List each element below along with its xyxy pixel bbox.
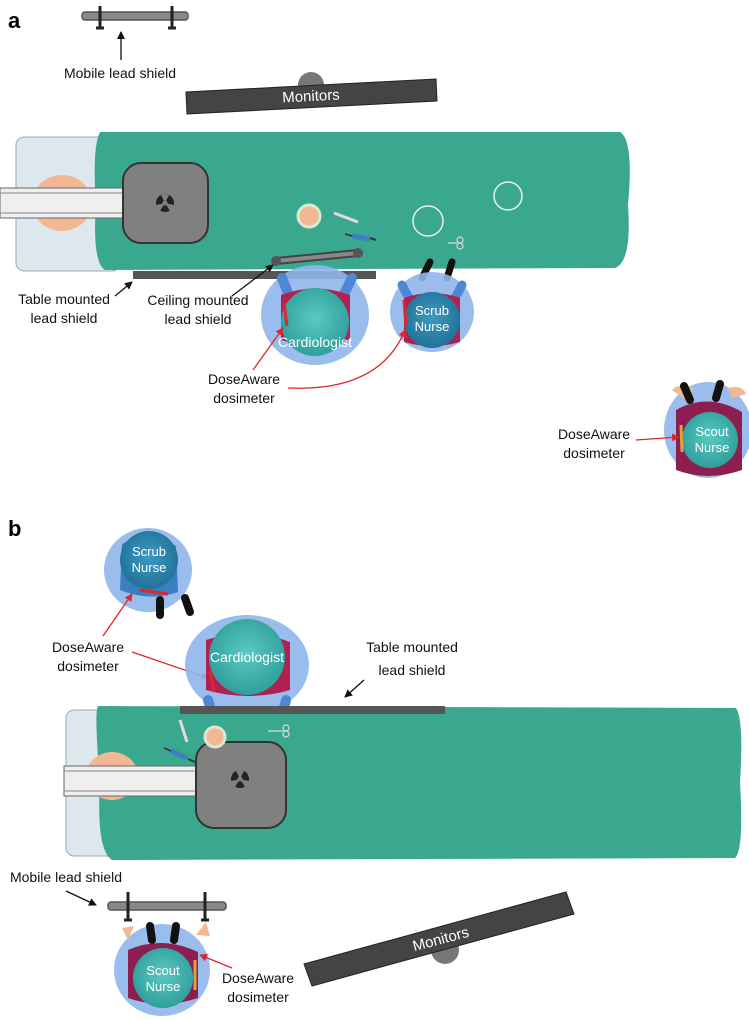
- radiation-icon-b: [231, 770, 249, 788]
- sterile-drape-a: [94, 132, 630, 270]
- label-table-shield-b-1: Table mounted: [366, 639, 458, 655]
- label-ceiling-shield-a-1: Ceiling mounted: [147, 292, 248, 308]
- label-scrub-a-1: Scrub: [415, 303, 449, 318]
- scrub-nurse-figure-b: Scrub Nurse: [104, 528, 194, 619]
- arrow-dosimeter-cardiologist-a: [252, 327, 284, 371]
- monitors-b: Monitors: [303, 891, 575, 987]
- scout-nurse-figure-a: Scout Nurse: [664, 380, 749, 478]
- syringe-icon-a: [344, 233, 377, 242]
- label-doseaware-b-scout-1: DoseAware: [222, 970, 294, 986]
- radiation-icon-a: [156, 194, 174, 212]
- label-monitors-a: Monitors: [282, 87, 340, 107]
- mobile-lead-shield-b: [107, 892, 227, 922]
- arrow-table-shield-a: [114, 281, 133, 297]
- scissors-icon-a: [448, 236, 464, 250]
- arrow-table-shield-b: [344, 679, 365, 698]
- syringe-icon-b: [163, 747, 196, 763]
- monitors-a: Monitors: [185, 72, 438, 115]
- procedure-table-a: [0, 132, 630, 279]
- table-mounted-lead-shield-b: [180, 706, 445, 714]
- procedure-table-b: [63, 706, 742, 860]
- label-scrub-a-2: Nurse: [415, 319, 450, 334]
- label-table-shield-a-2: lead shield: [31, 310, 98, 326]
- cardiologist-figure-a: Cardiologist: [261, 265, 369, 365]
- cardiologist-figure-b: Cardiologist: [185, 615, 309, 725]
- label-doseaware-b-scrub-1: DoseAware: [52, 639, 124, 655]
- label-cardiologist-b: Cardiologist: [210, 649, 284, 665]
- label-doseaware-a-scout-1: DoseAware: [558, 426, 630, 442]
- scrub-nurse-figure-a: Scrub Nurse: [390, 258, 474, 352]
- label-mobile-lead-shield-a: Mobile lead shield: [64, 65, 176, 81]
- panel-b-label: b: [8, 516, 21, 541]
- label-scrub-b-1: Scrub: [132, 544, 166, 559]
- table-mounted-lead-shield-a: [133, 271, 376, 279]
- mobile-lead-shield-a: [81, 6, 189, 30]
- scalpel-icon-b: [178, 719, 189, 743]
- ceiling-mounted-lead-shield-a: [271, 248, 363, 266]
- label-mobile-lead-shield-b: Mobile lead shield: [10, 869, 122, 885]
- label-doseaware-b-scout-2: dosimeter: [227, 989, 289, 1005]
- scalpel-icon-a: [333, 211, 359, 224]
- label-doseaware-a-scout-2: dosimeter: [563, 445, 625, 461]
- label-cardiologist-a: Cardiologist: [278, 334, 352, 350]
- access-site-b: [203, 725, 227, 749]
- wire-coil-icon-a: [412, 205, 444, 237]
- label-doseaware-a-1: DoseAware: [208, 371, 280, 387]
- arrow-dosimeter-scrub-b: [102, 593, 133, 637]
- label-ceiling-shield-a-2: lead shield: [165, 311, 232, 327]
- label-doseaware-b-scrub-2: dosimeter: [57, 658, 119, 674]
- arrow-dosimeter-scrub-a: [287, 329, 407, 389]
- scissors-icon-b: [268, 724, 290, 738]
- label-scout-b-2: Nurse: [146, 979, 181, 994]
- label-table-shield-a-1: Table mounted: [18, 291, 110, 307]
- arrow-dosimeter-scout-a: [635, 433, 680, 442]
- scout-nurse-figure-b: Scout Nurse: [114, 922, 210, 1016]
- label-table-shield-b-2: lead shield: [379, 662, 446, 678]
- access-site-a: [296, 203, 322, 229]
- label-scrub-b-2: Nurse: [132, 560, 167, 575]
- arrow-mobile-shield-b: [65, 890, 97, 906]
- label-doseaware-a-2: dosimeter: [213, 390, 275, 406]
- arrow-dosimeter-scout-b: [199, 953, 233, 969]
- wire-coil-icon-a2: [493, 181, 523, 211]
- arrow-ceiling-shield-a: [231, 264, 274, 297]
- panel-a-label: a: [8, 8, 21, 33]
- label-scout-a-2: Nurse: [695, 440, 730, 455]
- label-scout-b-1: Scout: [146, 963, 180, 978]
- label-scout-a-1: Scout: [695, 424, 729, 439]
